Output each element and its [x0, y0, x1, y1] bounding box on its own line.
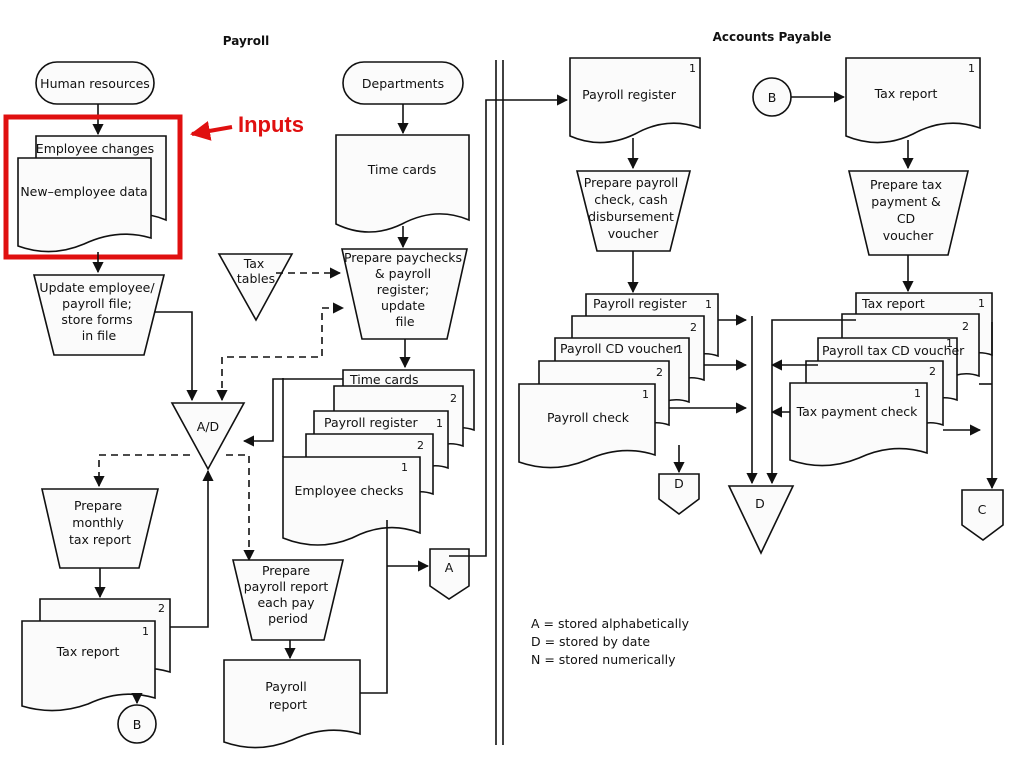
file-d-vouchers: D [727, 485, 795, 555]
section-divider [495, 60, 504, 745]
inputs-highlight-box [3, 114, 183, 260]
svg-text:Prepare paychecks & payr: Prepare paychecks & payroll register; up… [344, 250, 466, 329]
payroll-check-output-stack: Payroll register 1 2 Payroll CD voucher … [518, 293, 719, 469]
svg-text:A/D: A/D [197, 419, 219, 434]
payroll-section-title: Payroll [223, 34, 269, 48]
svg-text:D = stored by date: D = stored by date [531, 634, 650, 649]
svg-text:1: 1 [676, 343, 683, 356]
tax-tables-file: Tax tables [217, 253, 294, 322]
svg-text:1: 1 [436, 417, 443, 430]
svg-text:A = stored alphabetically: A = stored alphabetically [531, 616, 690, 631]
inputs-callout-arrow [190, 121, 233, 141]
ap-tax-report-document: 1 Tax report [845, 57, 981, 144]
svg-text:Payroll report: Payroll report [265, 679, 310, 712]
svg-text:Update employee/ payroll: Update employee/ payroll file; store for… [39, 280, 158, 343]
svg-text:Prepare payroll report: Prepare payroll report each pay period [244, 563, 333, 626]
svg-text:Prepare payroll check, c: Prepare payroll check, cash disbursement… [584, 175, 682, 241]
inputs-callout-label: Inputs [238, 112, 304, 137]
svg-text:Payroll tax CD voucher: Payroll tax CD voucher [822, 343, 965, 358]
accounts-payable-section-title: Accounts Payable [713, 30, 832, 44]
connector-b-ap: B [752, 77, 792, 117]
paycheck-output-stack: Time cards 2 Payroll register 1 2 1 Empl… [282, 369, 475, 546]
svg-text:2: 2 [962, 320, 969, 333]
monthly-tax-report-documents: 2 1 Tax report [21, 598, 171, 712]
svg-text:Departments: Departments [362, 76, 444, 91]
svg-text:D: D [755, 496, 765, 511]
prepare-tax-payment-process: Prepare tax payment & CD voucher [847, 170, 970, 256]
human-resources-terminal: Human resources [35, 61, 155, 105]
svg-text:2: 2 [656, 366, 663, 379]
ap-payroll-register-document: 1 Payroll register [569, 57, 701, 144]
file-a-offpage: A [429, 548, 470, 600]
update-payroll-file-process: Update employee/ payroll file; store for… [32, 274, 166, 356]
departments-terminal: Departments [342, 61, 464, 105]
prepare-payroll-check-process: Prepare payroll check, cash disbursement… [575, 170, 692, 252]
prepare-payroll-report-process: Prepare payroll report each pay period [231, 559, 345, 641]
svg-text:Time cards: Time cards [349, 372, 418, 387]
svg-text:Time cards: Time cards [367, 162, 436, 177]
svg-text:2: 2 [417, 439, 424, 452]
svg-text:Tax tables: Tax tables [237, 256, 275, 286]
svg-text:Payroll CD voucher: Payroll CD voucher [560, 341, 679, 356]
svg-text:1: 1 [142, 625, 149, 638]
legend: A = stored alphabetically D = stored by … [531, 616, 690, 667]
svg-text:C: C [978, 502, 987, 517]
file-c-offpage: C [961, 489, 1004, 541]
svg-text:Tax report: Tax report [874, 86, 938, 101]
svg-text:1: 1 [689, 62, 696, 75]
svg-text:A: A [445, 560, 454, 575]
prepare-paychecks-process: Prepare paychecks & payroll register; up… [341, 248, 468, 340]
payroll-report-document: Payroll report [223, 659, 361, 749]
svg-text:2: 2 [929, 365, 936, 378]
svg-text:Payroll register: Payroll register [582, 87, 677, 102]
svg-text:New–employee data: New–employee data [20, 184, 147, 199]
svg-text:Employee changes: Employee changes [36, 141, 154, 156]
svg-text:Tax payment check: Tax payment check [796, 404, 919, 419]
file-d-payroll-check: D [658, 473, 700, 515]
svg-text:Tax report: Tax report [861, 296, 925, 311]
time-cards-document: Time cards [335, 134, 470, 233]
svg-text:1: 1 [978, 297, 985, 310]
ad-file: A/D [170, 402, 246, 471]
connector-b-payroll: B [117, 704, 157, 744]
svg-text:B: B [133, 717, 142, 732]
svg-text:Employee checks: Employee checks [295, 483, 404, 498]
svg-text:2: 2 [690, 321, 697, 334]
svg-text:1: 1 [968, 62, 975, 75]
svg-text:D: D [674, 476, 684, 491]
svg-text:Payroll check: Payroll check [547, 410, 630, 425]
tax-payment-output-stack: Tax report 1 2 Payroll tax CD voucher 1 … [789, 292, 993, 467]
svg-text:1: 1 [401, 461, 408, 474]
svg-text:1: 1 [914, 387, 921, 400]
svg-text:N = stored numerically: N = stored numerically [531, 652, 676, 667]
svg-text:1: 1 [642, 388, 649, 401]
new-employee-data-document: New–employee data [17, 157, 152, 253]
svg-text:Human resources: Human resources [40, 76, 150, 91]
svg-text:Payroll register: Payroll register [593, 296, 688, 311]
svg-text:1: 1 [705, 298, 712, 311]
svg-text:Prepare tax payment &: Prepare tax payment & CD voucher [870, 177, 946, 243]
svg-text:2: 2 [450, 392, 457, 405]
svg-text:1: 1 [946, 337, 953, 350]
svg-text:Prepare monthly ta: Prepare monthly tax report [69, 498, 131, 547]
svg-text:2: 2 [158, 602, 165, 615]
svg-text:B: B [768, 90, 777, 105]
svg-text:Payroll register: Payroll register [324, 415, 419, 430]
svg-text:Tax report: Tax report [56, 644, 120, 659]
prepare-monthly-tax-report-process: Prepare monthly tax report [40, 488, 160, 569]
